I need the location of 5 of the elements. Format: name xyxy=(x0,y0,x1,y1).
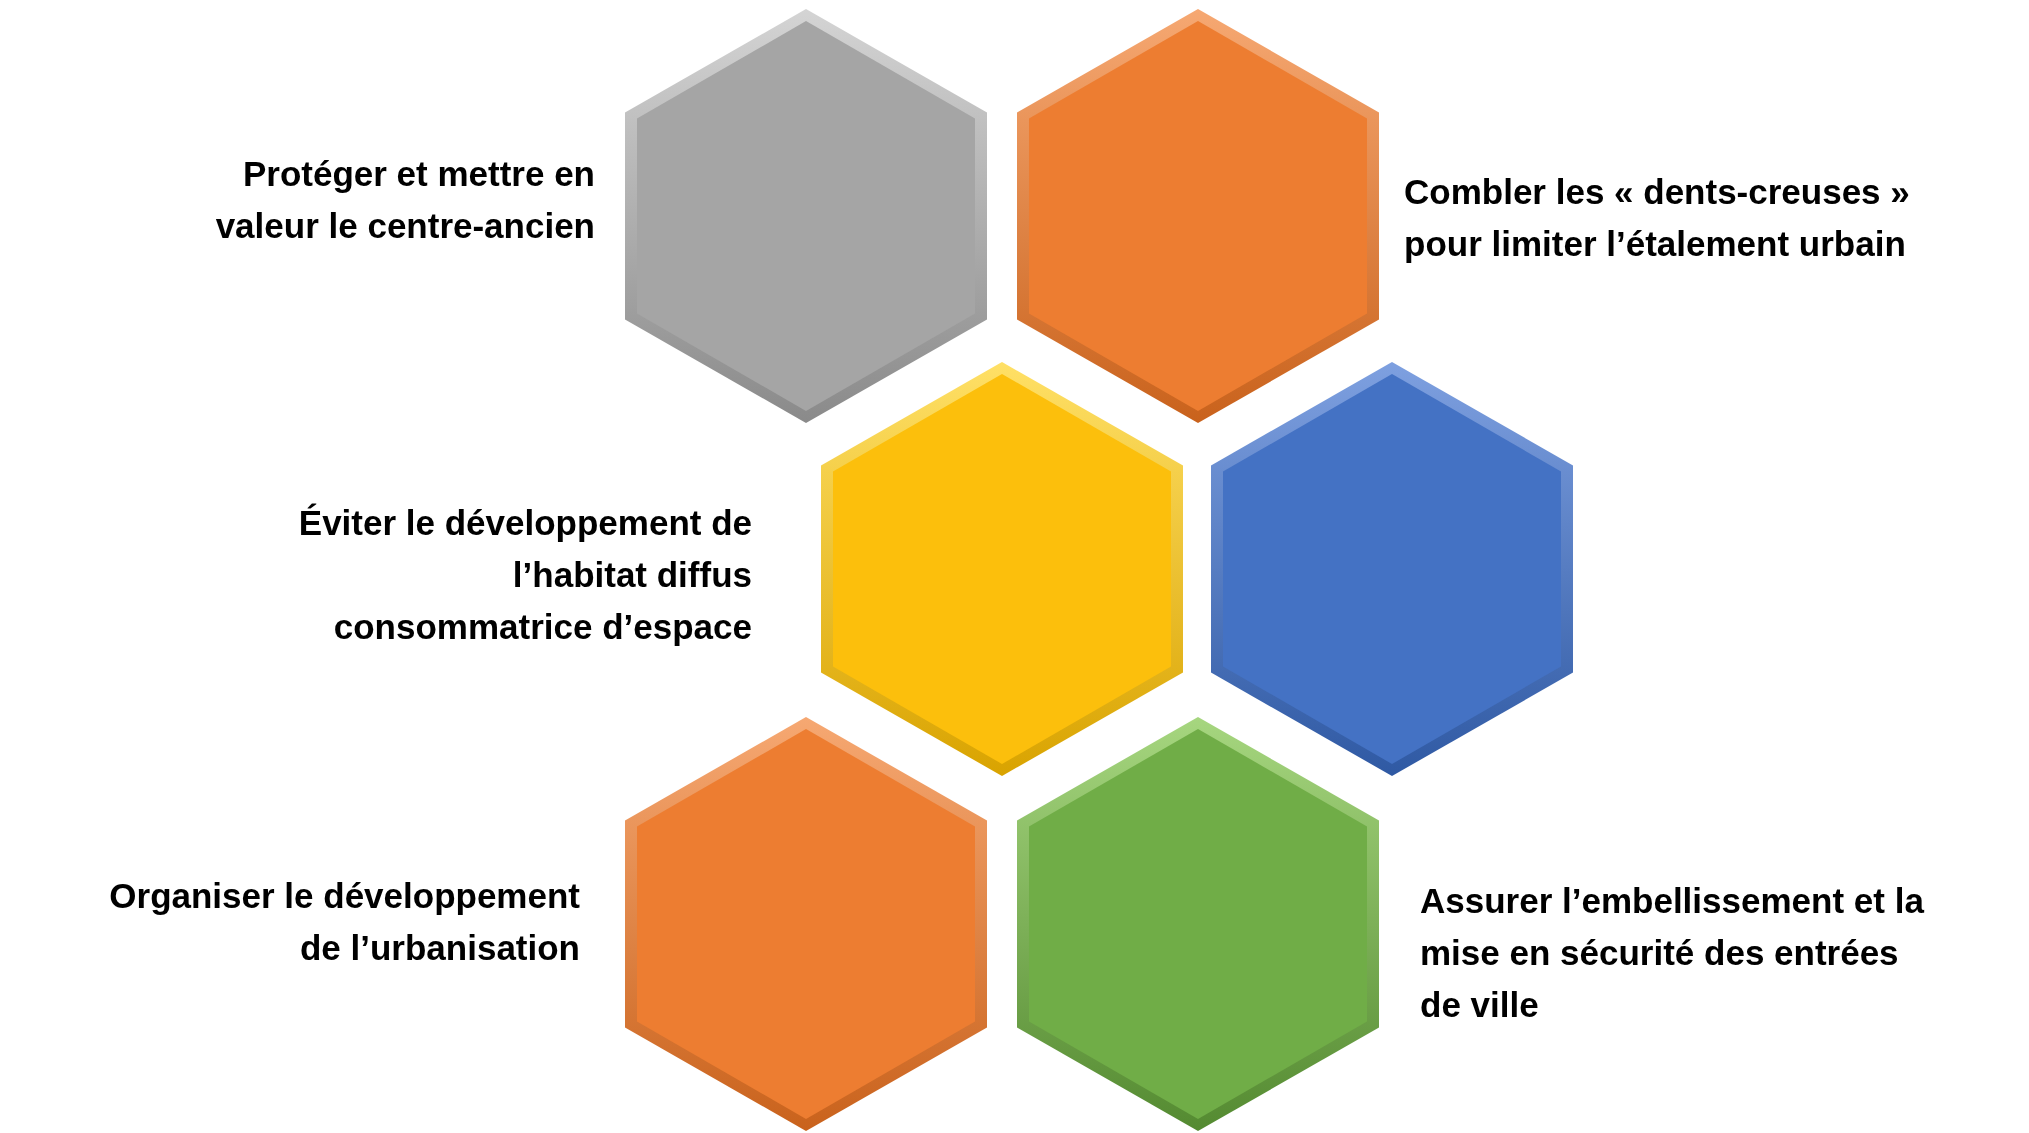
hexagon-caption: Organiser le développement de l’urbanisation xyxy=(108,875,580,969)
hexagon-caption: Éviter le développement de l’habitat diffus consommatrice d’espace xyxy=(297,502,752,648)
hexagon-caption: Combler les « dents-creuses » pour limiter l’étalement urbain xyxy=(1404,171,1911,265)
hexagon-caption: Protéger et mettre en valeur le centre-ancien xyxy=(214,153,595,247)
hexagon-caption: Assurer l’embellissement et la mise en sécurité des entrées de ville xyxy=(1420,880,1926,1026)
